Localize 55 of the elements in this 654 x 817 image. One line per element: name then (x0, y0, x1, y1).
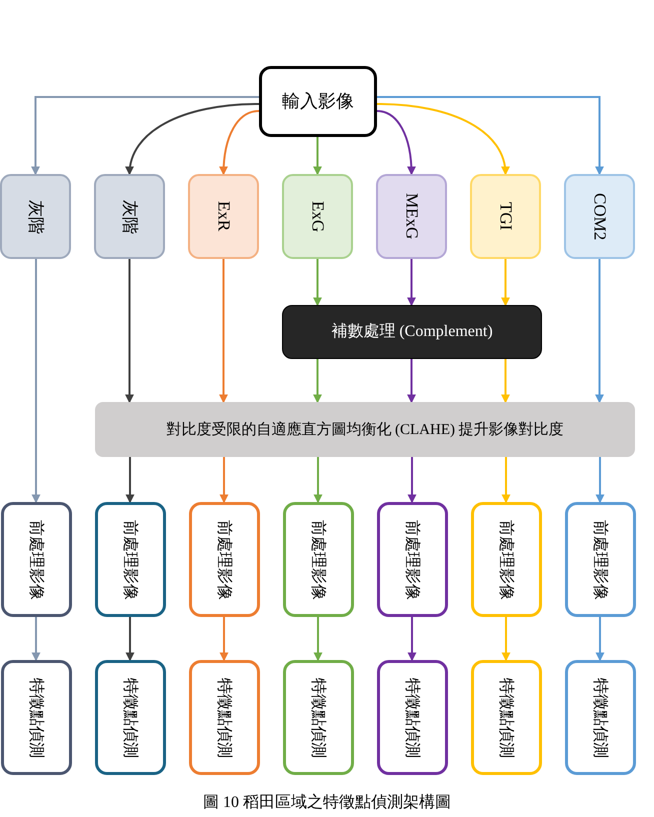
arrow (377, 96, 604, 176)
arrow (313, 259, 322, 306)
process-box: 特徵點偵測 (470, 660, 542, 775)
arrow (376, 110, 416, 176)
arrow (314, 617, 322, 662)
arrow (408, 617, 416, 662)
process-box: 特徵點偵測 (564, 660, 636, 775)
process-box: 特徵點偵測 (94, 660, 166, 775)
arrow (126, 457, 134, 504)
arrow (407, 359, 416, 404)
arrow (220, 457, 228, 504)
arrow (595, 259, 604, 404)
process-box: ExG (282, 174, 353, 259)
arrow (313, 359, 322, 404)
arrow (408, 457, 416, 504)
process-box: 特徵點偵測 (376, 660, 448, 775)
process-box: COM2 (564, 174, 635, 259)
process-box: 灰階 (94, 174, 165, 259)
arrow (31, 96, 259, 176)
arrow (502, 617, 510, 662)
arrow (126, 103, 260, 176)
arrow (32, 617, 40, 662)
arrow (314, 457, 322, 504)
arrow (502, 457, 510, 504)
start-box: 輸入影像 (259, 66, 377, 137)
process-box: 前處理影像 (0, 502, 72, 617)
process-box: ExR (188, 174, 259, 259)
arrow (219, 259, 228, 404)
arrow (125, 259, 134, 404)
process-box: 特徵點偵測 (282, 660, 354, 775)
process-box: 前處理影像 (188, 502, 260, 617)
process-box: 前處理影像 (282, 502, 354, 617)
process-box: MExG (376, 174, 447, 259)
arrow (126, 617, 134, 662)
arrow (313, 137, 322, 176)
process-band: 對比度受限的自適應直方圖均衡化 (CLAHE) 提升影像對比度 (95, 402, 635, 457)
arrow (501, 259, 510, 306)
arrow (407, 259, 416, 306)
process-box: 前處理影像 (94, 502, 166, 617)
arrow (376, 103, 510, 176)
caption: 圖 10 稻田區域之特徵點偵測架構圖 (202, 792, 452, 813)
process-box: 補數處理 (Complement) (282, 305, 542, 359)
process-box: TGI (470, 174, 541, 259)
arrow (501, 359, 510, 404)
arrow (219, 110, 260, 176)
arrow (32, 259, 40, 504)
process-box: 特徵點偵測 (0, 660, 72, 775)
process-box: 特徵點偵測 (188, 660, 260, 775)
process-box: 灰階 (0, 174, 71, 259)
process-box: 前處理影像 (470, 502, 542, 617)
process-box: 前處理影像 (376, 502, 448, 617)
arrow (596, 457, 604, 504)
process-box: 前處理影像 (564, 502, 636, 617)
arrow (596, 617, 604, 662)
arrow (220, 617, 228, 662)
